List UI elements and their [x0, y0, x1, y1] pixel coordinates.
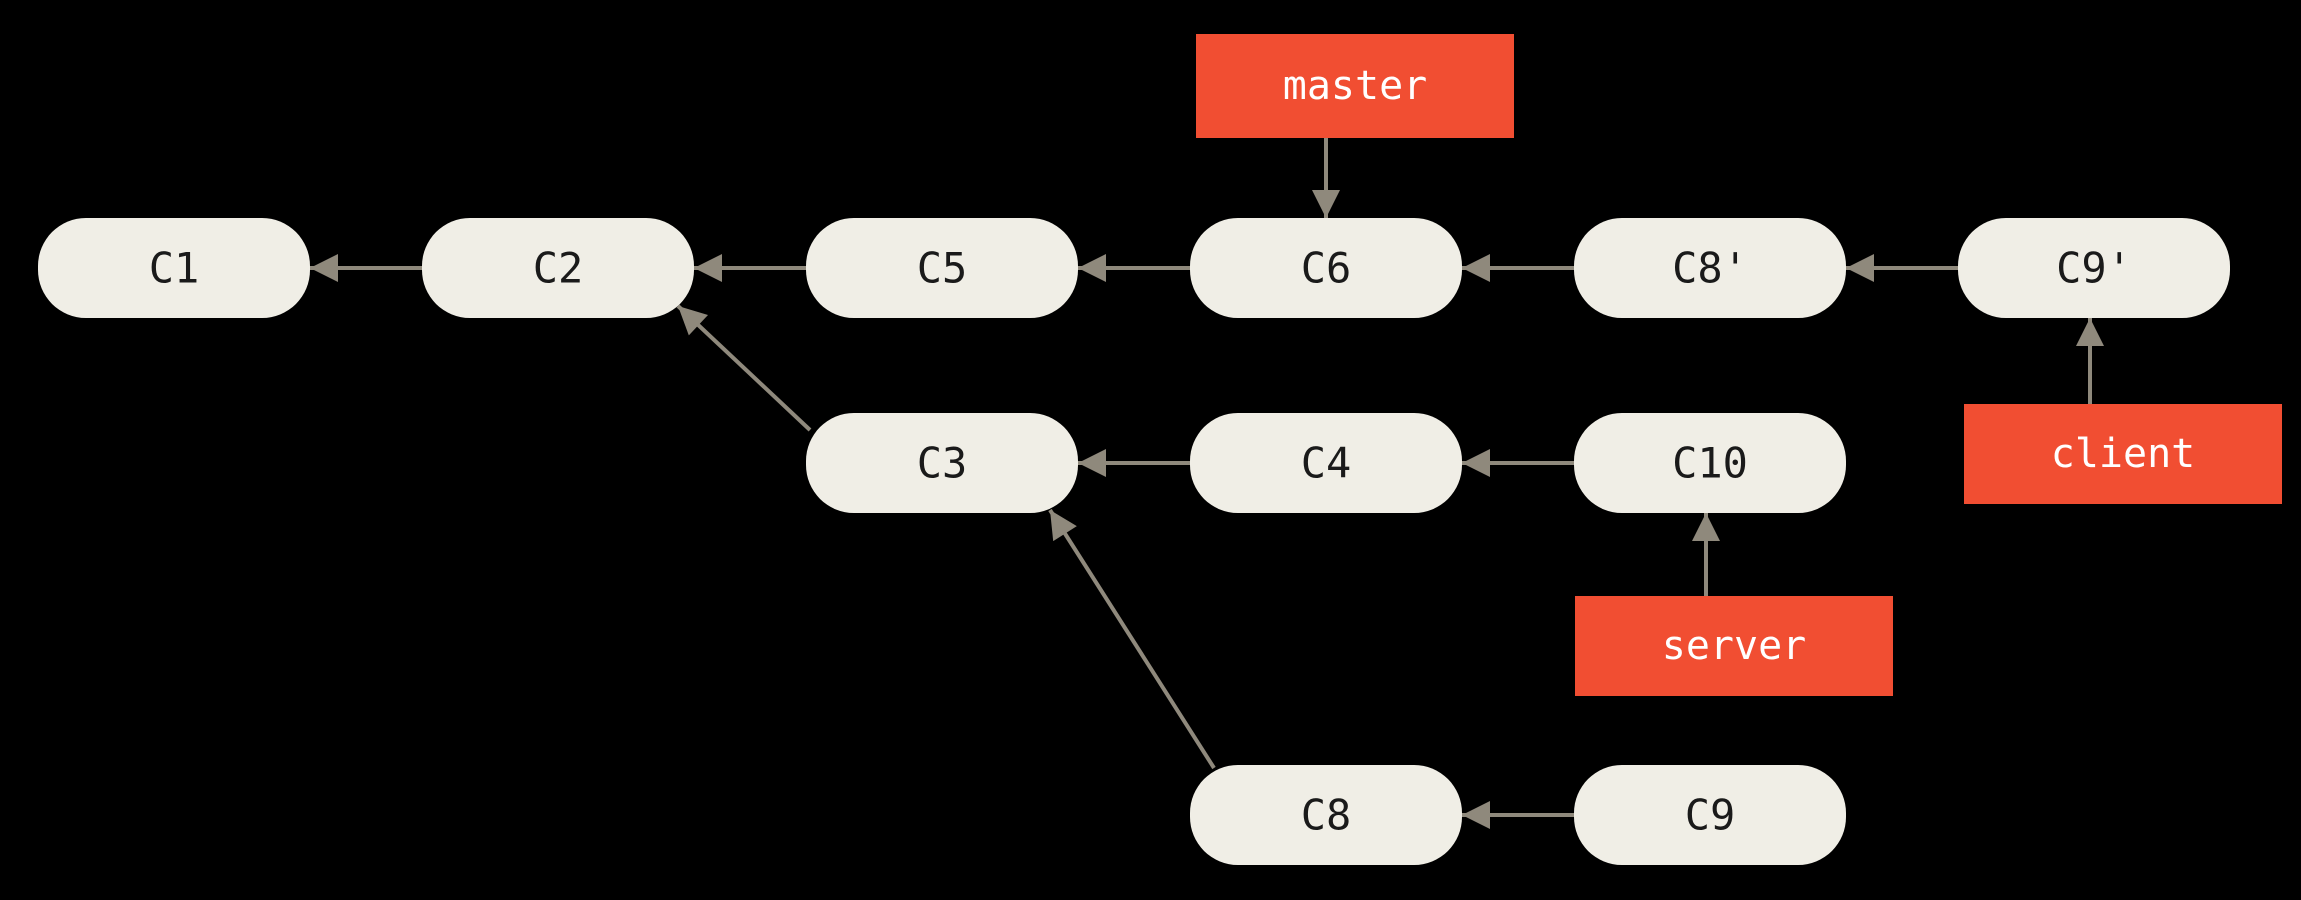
edge-C3-to-C2: [676, 304, 812, 432]
branch-box: [1196, 34, 1514, 138]
commit-node-C1: C1: [38, 218, 310, 318]
commit-label: C4: [1301, 439, 1352, 488]
commit-label: C2: [533, 244, 584, 293]
commit-label: C9: [1685, 791, 1736, 840]
branch-name: client: [2051, 431, 2196, 477]
commit-pill: [38, 218, 310, 318]
branch-label-master: master: [1196, 34, 1514, 138]
commit-label: C3: [917, 439, 968, 488]
commit-label: C9': [2056, 244, 2132, 293]
commit-node-C9: C9: [1574, 765, 1846, 865]
commit-node-C2: C2: [422, 218, 694, 318]
commit-node-C8: C8: [1190, 765, 1462, 865]
branch-label-client: client: [1964, 404, 2282, 504]
commit-pill: [1190, 765, 1462, 865]
commit-node-C10: C10: [1574, 413, 1846, 513]
commit-node-C3: C3: [806, 413, 1078, 513]
branch-label-server: server: [1575, 596, 1893, 696]
commit-label: C1: [149, 244, 200, 293]
edge-C8-to-C3: [1048, 508, 1216, 770]
commit-label: C6: [1301, 244, 1352, 293]
commit-pill: [422, 218, 694, 318]
branch-box: [1575, 596, 1893, 696]
commit-node-C8p: C8': [1574, 218, 1846, 318]
commit-label: C8: [1301, 791, 1352, 840]
commit-pill: [1574, 765, 1846, 865]
commit-pill: [1958, 218, 2230, 318]
branch-name: master: [1283, 63, 1428, 109]
commit-label: C8': [1672, 244, 1748, 293]
commit-pill: [1190, 413, 1462, 513]
branch-name: server: [1662, 623, 1807, 669]
commit-pill: [1574, 413, 1846, 513]
commit-node-C4: C4: [1190, 413, 1462, 513]
commit-pill: [806, 413, 1078, 513]
commit-pill: [806, 218, 1078, 318]
commit-node-C9p: C9': [1958, 218, 2230, 318]
commit-pill: [1190, 218, 1462, 318]
commit-label: C5: [917, 244, 968, 293]
commit-label: C10: [1672, 439, 1748, 488]
commit-node-C5: C5: [806, 218, 1078, 318]
commit-pill: [1574, 218, 1846, 318]
commit-node-C6: C6: [1190, 218, 1462, 318]
branch-box: [1964, 404, 2282, 504]
